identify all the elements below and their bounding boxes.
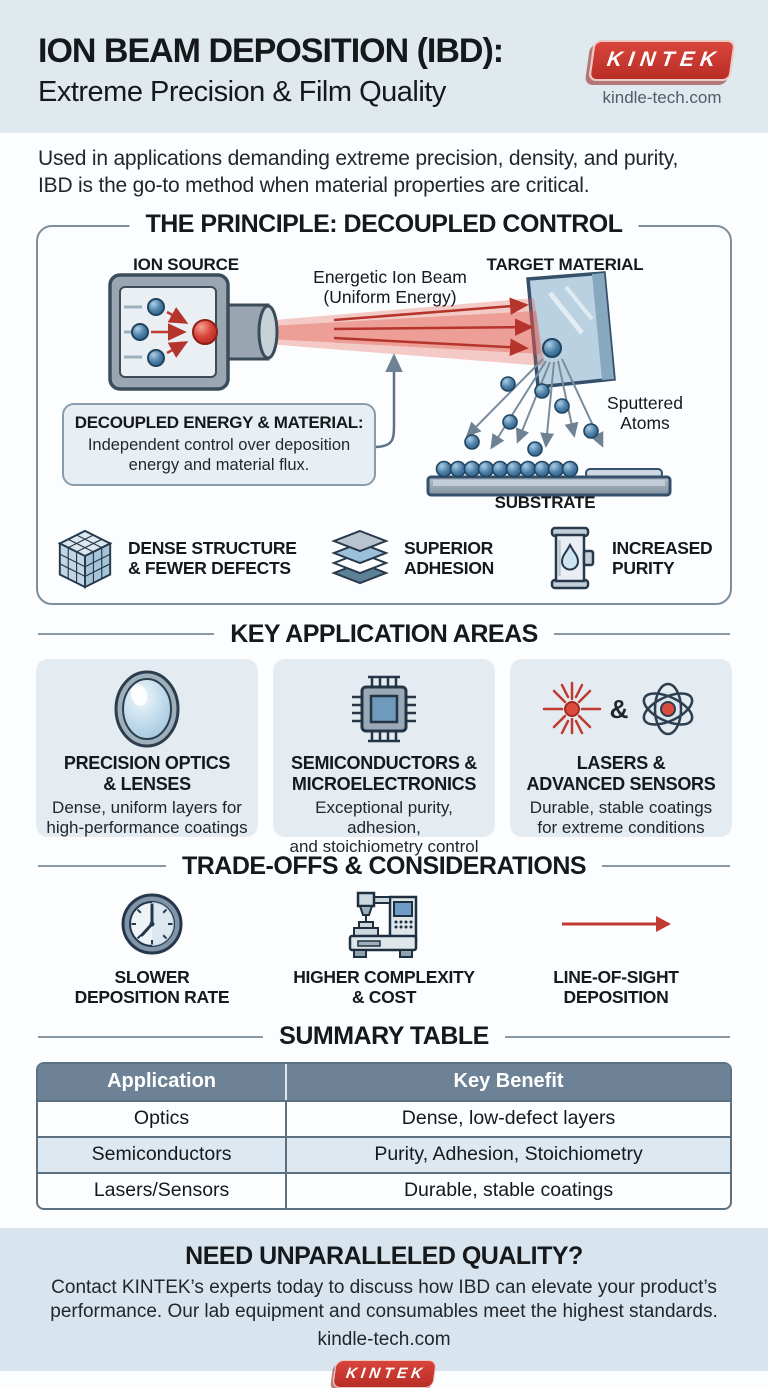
divider-line (38, 633, 215, 636)
tradeoff-icon-area (36, 889, 268, 959)
target-material-label: TARGET MATERIAL (486, 255, 644, 275)
divider-line (602, 865, 730, 868)
clock-icon (121, 893, 183, 955)
lens-icon (114, 670, 180, 748)
benefit-label: DENSE STRUCTURE & FEWER DEFECTS (128, 537, 297, 579)
divider-line (38, 1035, 264, 1038)
tradeoff-label: HIGHER COMPLEXITY & COST (293, 967, 475, 1008)
header-band: ION BEAM DEPOSITION (IBD): Extreme Preci… (0, 0, 768, 133)
applications-heading: KEY APPLICATION AREAS (230, 619, 538, 648)
benefit-superior-adhesion: SUPERIOR ADHESION (328, 523, 494, 593)
sputtered-atoms-label: Sputtered Atoms (607, 393, 683, 434)
ampersand-glyph: & (609, 693, 629, 724)
brand-block: KINTEK kindle-tech.com (582, 40, 742, 108)
tradeoff-line-of-sight: LINE-OF-SIGHT DEPOSITION (500, 889, 732, 1008)
beam-label: Energetic Ion Beam (Uniform Energy) (313, 267, 467, 308)
tradeoff-icon-area (268, 889, 500, 959)
tradeoff-complexity-cost: HIGHER COMPLEXITY & COST (268, 889, 500, 1008)
cell-benefit: Purity, Adhesion, Stoichiometry (374, 1143, 643, 1166)
card-icon-area (279, 669, 489, 749)
footer-heading: NEED UNPARALLELED QUALITY? (185, 1241, 583, 1270)
benefit-increased-purity: INCREASED PURITY (544, 523, 713, 593)
summary-heading: SUMMARY TABLE (279, 1022, 489, 1051)
atom-particles (464, 376, 599, 457)
tradeoff-icon-area (500, 889, 732, 959)
table-row: Optics Dense, low-defect layers (38, 1099, 730, 1136)
card-title: SEMICONDUCTORS & MICROELECTRONICS (291, 753, 477, 794)
divider-line (553, 633, 730, 636)
tradeoffs-heading: TRADE-OFFS & CONSIDERATIONS (181, 851, 587, 880)
card-lasers-sensors: & LASERS & ADVANCED SENSORS Durable, sta… (510, 659, 732, 838)
card-semiconductors: SEMICONDUCTORS & MICROELECTRONICS Except… (273, 659, 495, 856)
column-header-application: Application (38, 1063, 288, 1100)
card-precision-optics: PRECISION OPTICS & LENSES Dense, uniform… (36, 659, 258, 838)
cell-application: Semiconductors (38, 1137, 288, 1172)
kintek-logo-footer: KINTEK (331, 1360, 437, 1388)
ion-source-graphic (108, 273, 279, 391)
tradeoff-label: LINE-OF-SIGHT DEPOSITION (553, 967, 679, 1008)
laser-burst-icon (542, 681, 601, 735)
kintek-logo: KINTEK (588, 40, 736, 81)
table-row: Lasers/Sensors Durable, stable coatings (38, 1171, 730, 1208)
cell-benefit: Dense, low-defect layers (401, 1107, 616, 1130)
card-title: PRECISION OPTICS & LENSES (63, 753, 231, 794)
summary-heading-row: SUMMARY TABLE (38, 1022, 731, 1052)
ibd-process-diagram (108, 271, 672, 497)
divider-line (38, 865, 166, 868)
table-row: Semiconductors Purity, Adhesion, Stoichi… (38, 1135, 730, 1172)
substrate-graphic (426, 460, 672, 497)
card-description: Durable, stable coatings for extreme con… (529, 798, 713, 837)
microchip-icon (352, 675, 416, 743)
callout-arrow (373, 353, 403, 449)
principle-section: THE PRINCIPLE: DECOUPLED CONTROL (36, 210, 732, 606)
website-text: kindle-tech.com (602, 88, 722, 107)
arrow-right-icon (562, 916, 671, 933)
benefit-label: INCREASED PURITY (612, 537, 713, 579)
benefit-label: SUPERIOR ADHESION (404, 537, 494, 579)
card-description: Exceptional purity, adhesion, and stoich… (289, 798, 479, 856)
callout-title: DECOUPLED ENERGY & MATERIAL: (74, 413, 364, 433)
principle-heading: THE PRINCIPLE: DECOUPLED CONTROL (129, 210, 639, 240)
page-title: ION BEAM DEPOSITION (IBD): (38, 32, 504, 70)
tradeoff-slower-rate: SLOWER DEPOSITION RATE (36, 889, 268, 1008)
tradeoffs-heading-row: TRADE-OFFS & CONSIDERATIONS (38, 851, 730, 881)
footer-body: Contact KINTEK’s experts today to discus… (50, 1276, 718, 1323)
card-description: Dense, uniform layers for high-performan… (46, 798, 248, 837)
tradeoff-label: SLOWER DEPOSITION RATE (74, 967, 230, 1008)
card-icon-area: & (516, 669, 726, 749)
cube-lattice-icon (57, 529, 113, 589)
cell-benefit: Durable, stable coatings (403, 1179, 614, 1202)
cell-application: Lasers/Sensors (38, 1173, 288, 1208)
card-title: LASERS & ADVANCED SENSORS (526, 753, 716, 794)
ion-beam-graphic (216, 297, 545, 367)
table-header-row: Application Key Benefit (38, 1063, 730, 1100)
layer-stack-icon (331, 530, 389, 585)
intro-paragraph: Used in applications demanding extreme p… (38, 147, 679, 198)
page-subtitle: Extreme Precision & Film Quality (38, 76, 446, 109)
summary-table: Application Key Benefit Optics Dense, lo… (36, 1061, 732, 1210)
application-cards: PRECISION OPTICS & LENSES Dense, uniform… (36, 659, 732, 856)
applications-heading-row: KEY APPLICATION AREAS (38, 619, 730, 649)
ion-source-label: ION SOURCE (133, 255, 239, 275)
callout-body: Independent control over deposition ener… (87, 436, 351, 475)
column-header-key-benefit: Key Benefit (453, 1070, 564, 1093)
cell-application: Optics (38, 1101, 288, 1136)
tradeoffs-row: SLOWER DEPOSITION RATE (36, 889, 732, 1008)
card-icon-area (42, 669, 252, 749)
purity-chamber-icon (550, 526, 595, 590)
footer-band: NEED UNPARALLELED QUALITY? Contact KINTE… (0, 1227, 768, 1388)
atom-icon (643, 682, 694, 736)
benefit-dense-structure: DENSE STRUCTURE & FEWER DEFECTS (54, 523, 297, 593)
substrate-label: SUBSTRATE (494, 493, 596, 513)
deposition-machine-icon (348, 891, 418, 959)
divider-line (504, 1035, 731, 1038)
decoupled-callout: DECOUPLED ENERGY & MATERIAL: Independent… (62, 403, 376, 487)
footer-website: kindle-tech.com (317, 1329, 451, 1351)
target-material-graphic (526, 271, 616, 390)
